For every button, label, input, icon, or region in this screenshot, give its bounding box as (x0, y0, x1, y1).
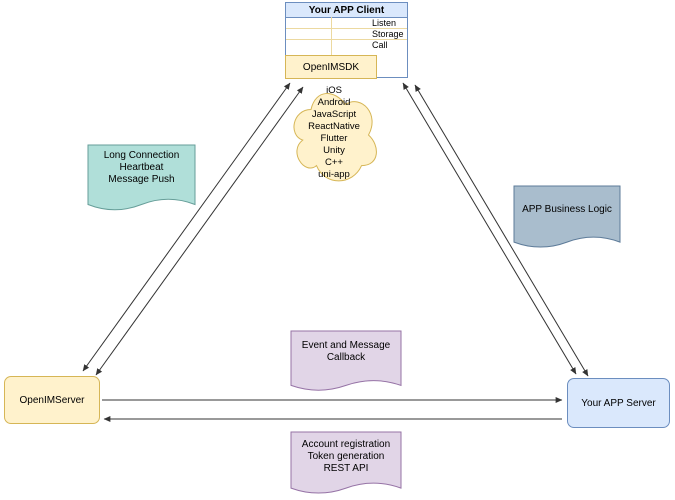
edge-client-appserver-2 (414, 84, 589, 377)
client-hook-storage: Storage (372, 29, 404, 39)
node-your-app-server: Your APP Server (567, 378, 670, 428)
node-openim-server: OpenIMServer (4, 376, 100, 424)
note-callback-shape (290, 330, 402, 391)
client-grid-line (286, 39, 407, 40)
edge-openimserver-sdk-1 (82, 82, 291, 372)
client-title: Your APP Client (286, 3, 407, 18)
edge-openimserver-sdk-2 (95, 86, 304, 376)
node-your-app-client: Your APP Client Listen Storage Call Open… (285, 2, 408, 79)
note-business-logic-shape (513, 185, 621, 248)
client-grid-line (331, 17, 332, 55)
platforms-cloud-shape (293, 93, 377, 182)
client-hook-listen: Listen (372, 18, 397, 28)
node-openimsdk: OpenIMSDK (285, 55, 377, 79)
note-long-connection-shape (87, 144, 196, 211)
client-grid-line (286, 28, 407, 29)
client-hook-call: Call (372, 40, 388, 50)
note-rest-api-shape (290, 431, 402, 494)
